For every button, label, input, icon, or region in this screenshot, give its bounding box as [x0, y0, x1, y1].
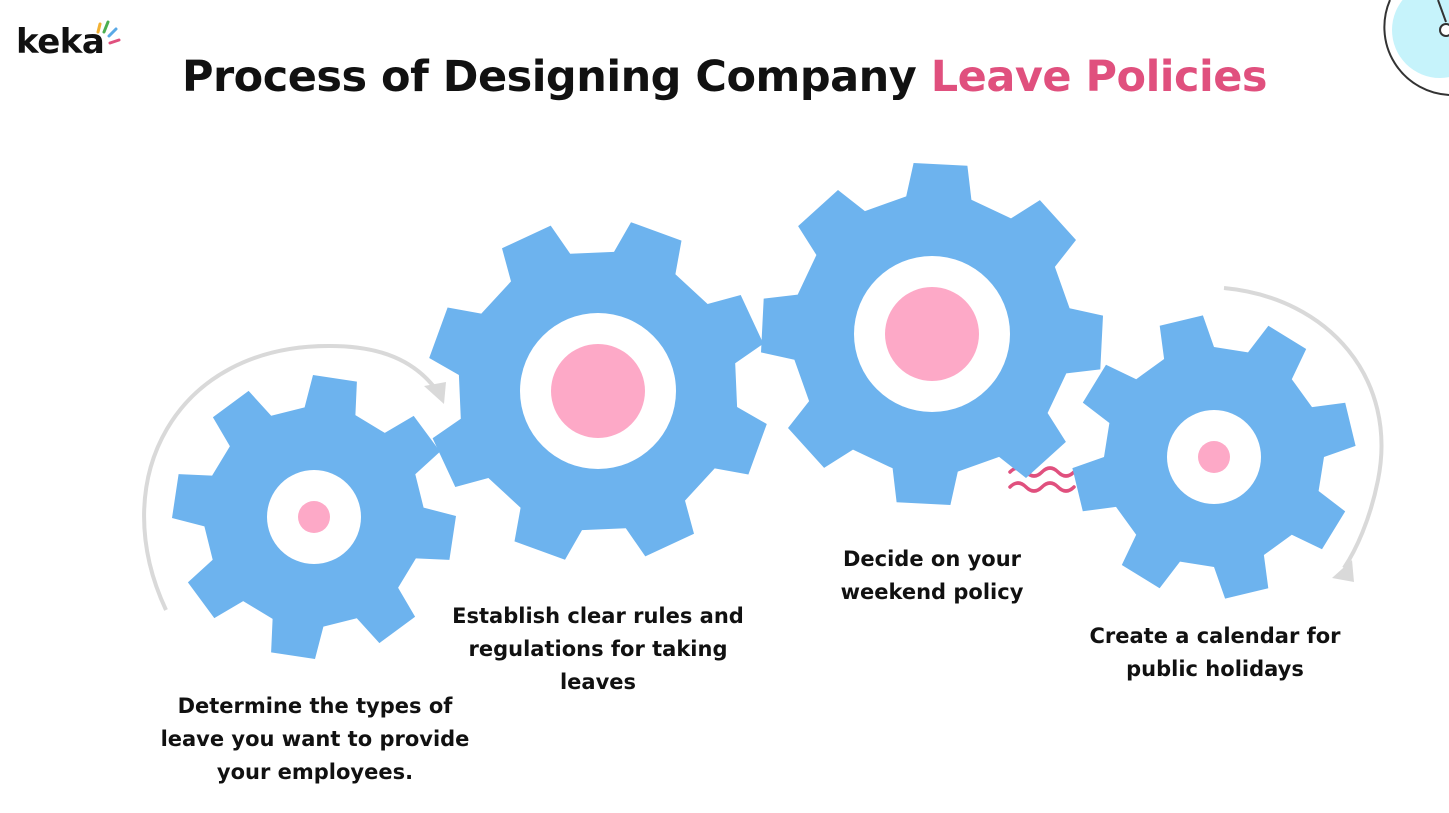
- step-1-line-3: your employees.: [216, 760, 414, 784]
- gear-icon: [429, 222, 767, 560]
- corner-decor-circle: [1392, 0, 1449, 78]
- step-2-label: Establish clear rules and regulations fo…: [438, 600, 758, 699]
- step-1-label: Determine the types of leave you want to…: [150, 690, 480, 789]
- step-4-line-1: Create a calendar for: [1089, 624, 1341, 648]
- keka-logo: keka: [16, 22, 105, 62]
- gear-icon: [761, 163, 1103, 505]
- gear-icon: [1072, 315, 1356, 599]
- corner-decor-outline: [1383, 0, 1449, 96]
- step-2-line-1: Establish clear rules and: [452, 604, 744, 628]
- arrow-curve-right: [1223, 286, 1384, 570]
- logo-spark-icon: [96, 20, 121, 45]
- arrow-head-right-icon: [1332, 560, 1354, 582]
- corner-decor-knob: [1439, 23, 1449, 37]
- step-2-line-3: leaves: [559, 670, 637, 694]
- step-2-line-2: regulations for taking: [468, 637, 728, 661]
- step-4-label: Create a calendar for public holidays: [1080, 620, 1350, 686]
- gear-icon: [172, 375, 456, 659]
- step-3-line-1: Decide on your: [842, 547, 1022, 571]
- step-1-line-1: Determine the types of: [177, 694, 453, 718]
- title-accent: Leave Policies: [930, 52, 1268, 102]
- corner-decor-stem: [1437, 0, 1447, 23]
- wave-connector-bottom: [1008, 481, 1076, 493]
- step-3-label: Decide on your weekend policy: [812, 543, 1052, 609]
- step-1-line-2: leave you want to provide: [160, 727, 470, 751]
- step-4-line-2: public holidays: [1126, 657, 1304, 681]
- page-title: Process of Designing Company Leave Polic…: [0, 52, 1449, 102]
- arrow-head-left-icon: [424, 382, 446, 404]
- step-3-line-2: weekend policy: [840, 580, 1024, 604]
- title-main: Process of Designing Company: [181, 52, 917, 102]
- arrow-curve-left: [142, 343, 440, 611]
